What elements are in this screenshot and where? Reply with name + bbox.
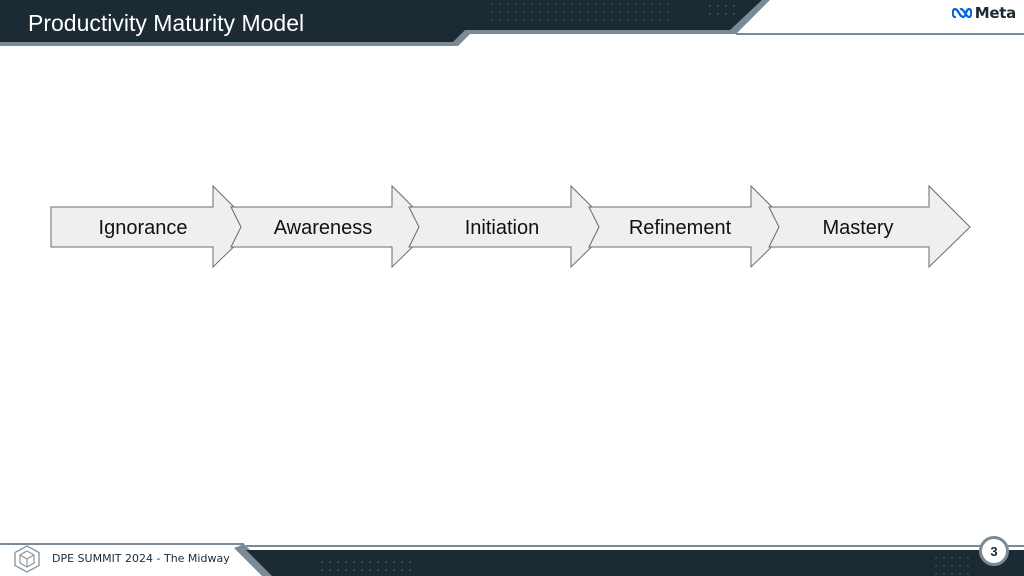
stage-arrow-shape xyxy=(408,184,613,269)
stage-label: Ignorance xyxy=(99,217,188,239)
meta-infinity-icon xyxy=(951,7,972,19)
stage-initiation: Initiation xyxy=(408,184,613,269)
stage-refinement: Refinement xyxy=(588,184,793,269)
footer-dot-pattern xyxy=(321,557,969,575)
meta-brand: Meta xyxy=(951,2,1017,24)
dpe-hexagon-logo-icon xyxy=(14,545,40,573)
stage-label: Initiation xyxy=(465,217,540,239)
stage-label: Awareness xyxy=(274,217,373,239)
stage-awareness: Awareness xyxy=(230,184,434,269)
stage-arrow-shape xyxy=(588,184,793,269)
slide-title: Productivity Maturity Model xyxy=(28,10,305,36)
page-number-badge: 3 xyxy=(979,536,1009,566)
header-dot-pattern xyxy=(491,3,735,21)
footer-event-label: DPE SUMMIT 2024 - The Midway xyxy=(52,552,230,565)
stage-label: Refinement xyxy=(629,217,732,239)
stage-arrow-shape xyxy=(768,184,971,269)
stage-mastery: Mastery xyxy=(768,184,971,269)
stage-label: Mastery xyxy=(822,217,893,239)
brand-name: Meta xyxy=(974,4,1017,22)
stage-arrow-shape xyxy=(230,184,434,269)
